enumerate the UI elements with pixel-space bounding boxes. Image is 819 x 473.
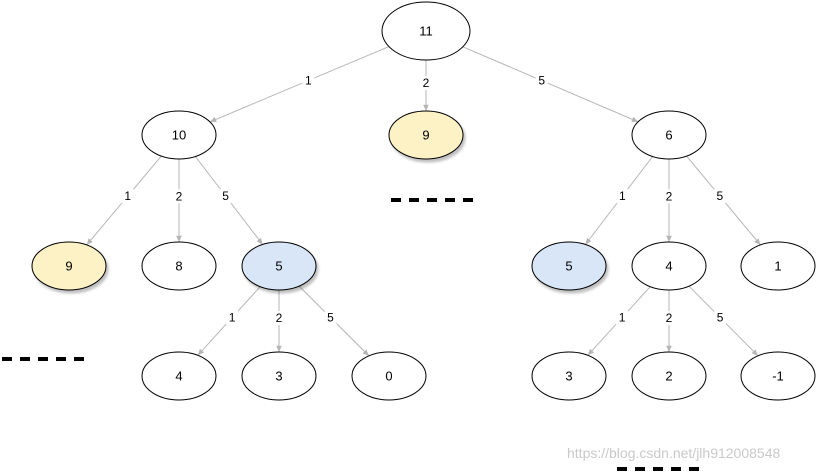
node-label: 10 bbox=[172, 128, 186, 143]
edge-label-background bbox=[324, 310, 337, 325]
node-label: 1 bbox=[774, 259, 781, 274]
node-ellipse bbox=[531, 351, 607, 401]
tree-node-n10: 10 bbox=[141, 110, 217, 160]
node-ellipse bbox=[631, 241, 707, 291]
tree-node-n3b: 3 bbox=[531, 351, 607, 401]
edge-label-background bbox=[616, 189, 629, 204]
edge-label: 2 bbox=[176, 189, 183, 203]
edge-label: 5 bbox=[716, 189, 723, 203]
node-ellipse bbox=[241, 351, 317, 401]
tree-node-n2: 2 bbox=[631, 351, 707, 401]
node-label: 2 bbox=[665, 369, 672, 384]
edge-label: 5 bbox=[222, 189, 229, 203]
node-ellipse bbox=[141, 351, 217, 401]
node-ellipse bbox=[141, 241, 217, 291]
node-label: 4 bbox=[175, 369, 182, 384]
node-ellipse bbox=[740, 241, 816, 291]
decorative-dashes bbox=[2, 198, 701, 471]
edge-label: 5 bbox=[327, 311, 334, 325]
node-label: 8 bbox=[175, 259, 182, 274]
edge-label-background bbox=[663, 189, 675, 204]
node-label: 6 bbox=[665, 128, 672, 143]
edge-label: 2 bbox=[666, 311, 673, 325]
node-ellipse bbox=[631, 110, 707, 160]
tree-node-n4b: 4 bbox=[141, 351, 217, 401]
node-ellipse bbox=[388, 110, 464, 160]
tree-node-n9a: 9 bbox=[388, 110, 464, 160]
edge-label-background bbox=[713, 189, 726, 204]
edge-label: 2 bbox=[666, 189, 673, 203]
node-label: 4 bbox=[665, 259, 672, 274]
watermark-text: https://blog.csdn.net/jlh912008548 bbox=[567, 445, 781, 461]
node-label: 9 bbox=[422, 128, 429, 143]
edge-label: 1 bbox=[619, 311, 626, 325]
node-label: 9 bbox=[65, 259, 72, 274]
node-ellipse bbox=[531, 241, 607, 291]
edge-label: 1 bbox=[305, 74, 312, 88]
tree-node-n9b: 9 bbox=[31, 241, 107, 291]
edge-label: 2 bbox=[276, 311, 283, 325]
node-label: 5 bbox=[565, 259, 572, 274]
edge-label: 5 bbox=[538, 74, 545, 88]
node-ellipse bbox=[31, 241, 107, 291]
tree-node-root: 11 bbox=[381, 1, 471, 61]
node-label: 0 bbox=[385, 369, 392, 384]
edge-label: 2 bbox=[423, 76, 430, 90]
tree-node-n5a: 5 bbox=[241, 241, 317, 291]
tree-node-n1: 1 bbox=[740, 241, 816, 291]
edge-label-background bbox=[219, 189, 232, 204]
edge-label-background bbox=[226, 310, 239, 325]
node-label: 5 bbox=[275, 259, 282, 274]
tree-node-nm1: -1 bbox=[740, 351, 816, 401]
edge-label-background bbox=[535, 73, 548, 88]
node-ellipse bbox=[141, 110, 217, 160]
edge-label-background bbox=[420, 76, 432, 90]
tree-node-n0: 0 bbox=[351, 351, 427, 401]
node-label: -1 bbox=[772, 369, 784, 384]
edge-root-n10 bbox=[209, 46, 390, 123]
node-ellipse bbox=[631, 351, 707, 401]
tree-node-n8: 8 bbox=[141, 241, 217, 291]
edge-label: 5 bbox=[717, 311, 724, 325]
node-label: 3 bbox=[565, 369, 572, 384]
edge-root-n6 bbox=[462, 46, 639, 123]
node-ellipse bbox=[351, 351, 427, 401]
edge-label-background bbox=[302, 73, 315, 88]
node-ellipse bbox=[381, 1, 471, 61]
tree-node-n4a: 4 bbox=[631, 241, 707, 291]
tree-node-n5b: 5 bbox=[531, 241, 607, 291]
edge-label-background bbox=[121, 189, 134, 204]
tree-node-n6: 6 bbox=[631, 110, 707, 160]
edge-label-background bbox=[273, 310, 285, 325]
edge-label-background bbox=[173, 189, 185, 204]
node-label: 11 bbox=[419, 24, 433, 39]
edge-label-background bbox=[663, 310, 675, 325]
tree-node-n3a: 3 bbox=[241, 351, 317, 401]
edge-label-background bbox=[616, 310, 629, 325]
edge-label: 1 bbox=[619, 189, 626, 203]
edge-label: 1 bbox=[229, 311, 236, 325]
edges-layer: 1 2 5 1 2 5 1 2 5 1 2 5 1 2 5 bbox=[86, 46, 761, 357]
edge-label-background bbox=[714, 310, 727, 325]
node-ellipse bbox=[241, 241, 317, 291]
node-ellipse bbox=[740, 351, 816, 401]
edge-label: 1 bbox=[124, 189, 131, 203]
node-label: 3 bbox=[275, 369, 282, 384]
